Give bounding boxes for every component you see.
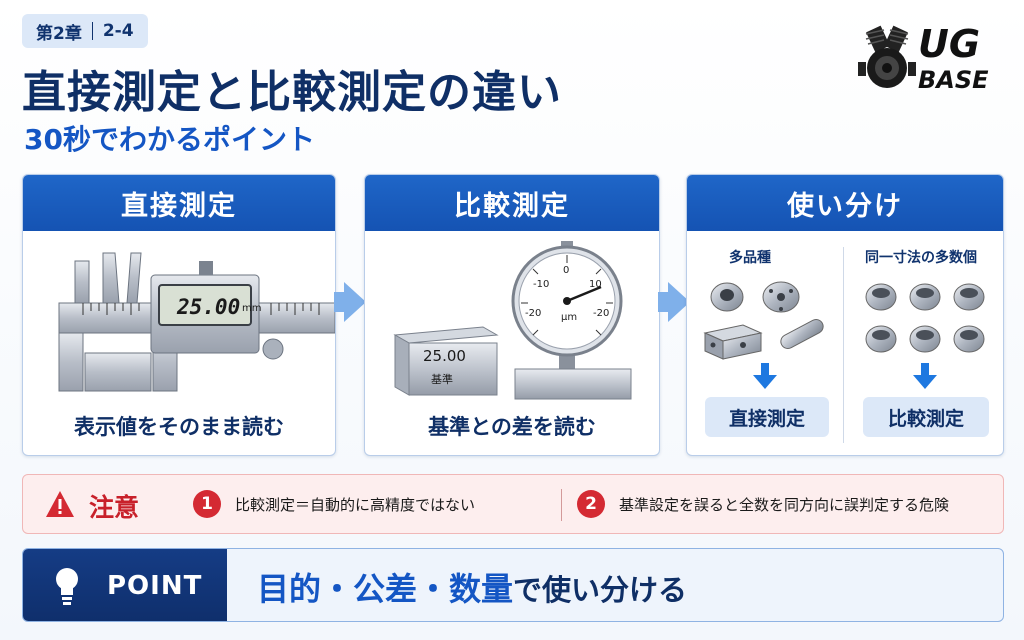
point-message: 目的・公差・数量で使い分ける (257, 564, 687, 610)
logo-line2: BASE (918, 66, 989, 94)
chapter-label: 第2章 (36, 23, 82, 44)
down-arrow-left-icon (753, 363, 777, 389)
caliper-display-value: 25.00 (177, 295, 241, 319)
warning-icon (46, 491, 74, 517)
caution-number-2: 2 (577, 490, 605, 518)
panel-direct-title: 直接測定 (23, 175, 335, 231)
caution-item-2: 基準設定を誤ると全数を同方向に誤判定する危険 (619, 496, 950, 514)
left-column-label: 多品種 (729, 250, 771, 266)
panel-selection: 使い分け 多品種 同一寸法の多数個 (686, 174, 1004, 456)
dial-tick-0: 0 (563, 265, 570, 276)
lightbulb-icon (56, 568, 78, 605)
panel-comparative-title: 比較測定 (365, 175, 659, 231)
gauge-block-value: 25.00 (423, 347, 466, 365)
caution-number-1: 1 (193, 490, 221, 518)
gauge-block-label: 基準 (431, 373, 453, 386)
dial-tick-10: 10 (589, 279, 602, 290)
ug-base-logo: UG BASE (856, 22, 1006, 98)
column-divider (843, 247, 844, 443)
point-highlight: 目的・公差・数量 (257, 570, 514, 608)
dial-tick-neg10: -10 (533, 279, 550, 290)
page-title: 直接測定と比較測定の違い (22, 67, 562, 118)
result-direct-badge: 直接測定 (705, 397, 829, 437)
down-arrow-right-icon (913, 363, 937, 389)
flow-arrow-1-body (334, 292, 346, 312)
point-box: POINT 目的・公差・数量で使い分ける (22, 548, 1004, 622)
panel-comparative-caption: 基準との差を読む (428, 415, 596, 439)
caution-item-1: 比較測定＝自動的に高精度ではない (235, 496, 476, 514)
panel-comparative: 比較測定 25.00 基準 0 -10 10 -2 (364, 174, 660, 456)
section-label: 2-4 (102, 21, 134, 41)
logo-line1: UG (918, 22, 981, 66)
panel-direct-caption: 表示値をそのまま読む (74, 415, 284, 439)
point-rest: で使い分ける (513, 573, 688, 607)
point-label-area: POINT (23, 549, 227, 621)
chapter-tag: 第2章 2-4 (22, 14, 148, 48)
dial-tick-neg20: -20 (525, 308, 542, 319)
engine-icon (858, 25, 916, 88)
parts-illustration (703, 281, 985, 360)
caution-divider (561, 489, 562, 521)
dial-gauge-illustration (393, 241, 632, 400)
flow-arrow-1 (344, 282, 366, 322)
chapter-divider (91, 22, 93, 40)
right-column-label: 同一寸法の多数個 (865, 250, 977, 266)
result-comparative-badge: 比較測定 (863, 397, 989, 437)
dial-tick-neg20-right: -20 (593, 308, 610, 319)
dial-unit: μm (561, 312, 578, 323)
caution-title: 注意 (89, 493, 140, 522)
page-subtitle: 30秒でわかるポイント (24, 123, 315, 156)
caliper-illustration (58, 252, 335, 392)
flow-arrow-2 (668, 282, 690, 322)
flow-arrow-2-body (658, 292, 670, 312)
panel-direct: 直接測定 25. (22, 174, 336, 456)
caution-box: 注意 1 比較測定＝自動的に高精度ではない 2 基準設定を誤ると全数を同方向に誤… (22, 474, 1004, 534)
panel-selection-title: 使い分け (687, 175, 1003, 231)
caliper-display-unit: mm (242, 303, 262, 314)
point-label: POINT (107, 571, 203, 601)
